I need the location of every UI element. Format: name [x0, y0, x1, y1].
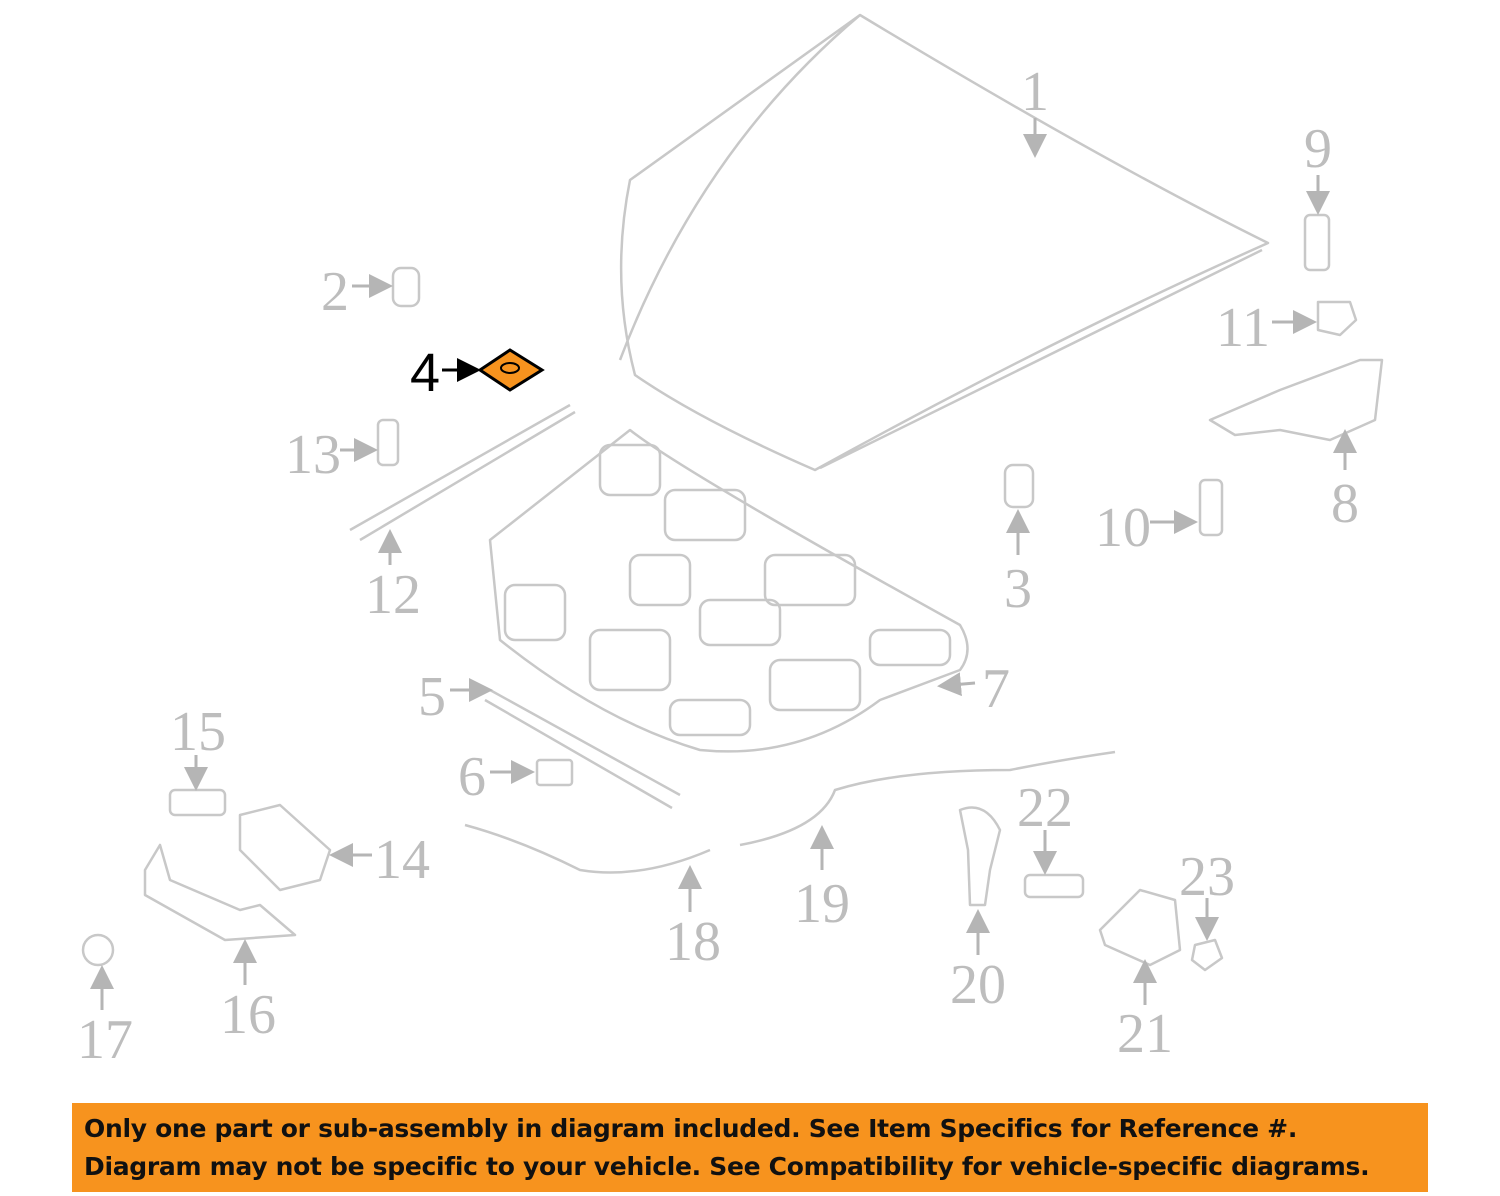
bumper-3 — [1003, 463, 1035, 509]
callout-9: 9 — [1304, 118, 1332, 180]
callout-17: 17 — [77, 1009, 133, 1071]
bolt-15 — [168, 788, 227, 817]
callout-18: 18 — [665, 911, 721, 973]
callout-21: 21 — [1117, 1003, 1173, 1065]
callout-5: 5 — [418, 666, 446, 728]
callout-14: 14 — [374, 829, 430, 891]
callout-3: 3 — [1004, 558, 1032, 620]
hinge-8 — [1208, 358, 1384, 442]
bracket-16 — [143, 843, 297, 942]
insulator-cutouts — [503, 443, 952, 737]
callout-6: 6 — [458, 746, 486, 808]
callout-16: 16 — [220, 984, 276, 1046]
hood — [618, 13, 1270, 472]
callout-12: 12 — [365, 564, 421, 626]
callout-23: 23 — [1179, 846, 1235, 908]
release-cable-rear — [739, 750, 1116, 847]
disclaimer-banner: Only one part or sub-assembly in diagram… — [72, 1103, 1428, 1192]
callout-1: 1 — [1021, 61, 1049, 123]
callout-10: 10 — [1095, 497, 1151, 559]
release-cable-front — [464, 823, 711, 874]
nut-23 — [1190, 938, 1224, 972]
lock-14 — [238, 803, 332, 892]
bolt-9 — [1303, 213, 1331, 272]
nut-11 — [1316, 300, 1358, 337]
callout-7: 7 — [982, 658, 1010, 720]
callout-13: 13 — [285, 424, 341, 486]
highlighted-part-washer — [477, 348, 545, 392]
disclaimer-line-1: Only one part or sub-assembly in diagram… — [84, 1113, 1298, 1143]
hood-support-rod — [349, 403, 576, 542]
callout-20: 20 — [950, 954, 1006, 1016]
clip-17 — [81, 933, 115, 967]
pin-13 — [376, 418, 400, 467]
callout-2: 2 — [321, 261, 349, 323]
disclaimer-line-2: Diagram may not be specific to your vehi… — [84, 1151, 1370, 1181]
parts-diagram: 1 2 3 4 5 6 7 8 9 10 11 12 13 14 15 16 1… — [77, 13, 1384, 1071]
bolt-10 — [1198, 478, 1224, 537]
callout-4: 4 — [410, 343, 440, 403]
callout-11: 11 — [1216, 297, 1270, 359]
bolt-22 — [1023, 873, 1085, 899]
bumper-2 — [391, 266, 421, 308]
callout-8: 8 — [1331, 473, 1359, 535]
callout-arrows — [90, 118, 1357, 1010]
hood-insulator — [488, 428, 969, 753]
callout-22: 22 — [1017, 777, 1073, 839]
clip-6 — [535, 758, 574, 787]
latch-21 — [1098, 888, 1182, 967]
callout-15: 15 — [170, 701, 226, 763]
weatherstrip — [484, 688, 681, 810]
handle-20 — [958, 806, 1002, 907]
callout-19: 19 — [794, 873, 850, 935]
